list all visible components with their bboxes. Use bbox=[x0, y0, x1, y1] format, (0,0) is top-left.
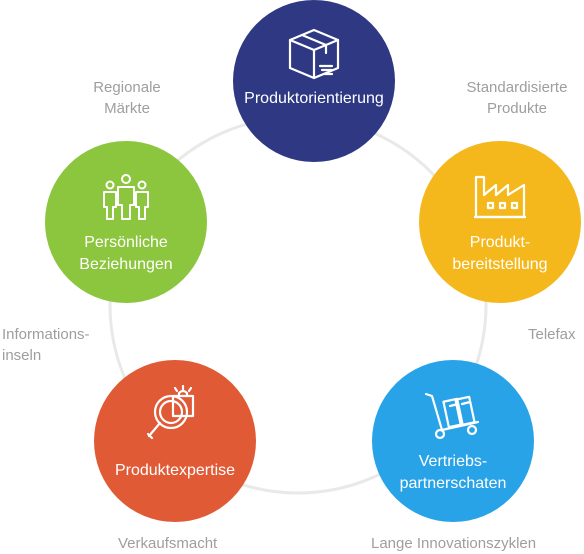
node-label-line2: Beziehungen bbox=[79, 256, 173, 273]
side-label-line1: Standardisierte bbox=[466, 79, 568, 96]
side-label-telefax: Telefax bbox=[528, 326, 576, 343]
magnifier-bag-icon bbox=[146, 384, 195, 440]
side-label-line1: Informations- bbox=[2, 326, 90, 343]
node-label-line1: Vertriebs- bbox=[418, 453, 488, 470]
side-label-regionale-maerkte: Regionale Märkte bbox=[70, 77, 184, 119]
node-label-line2: bereitstellung bbox=[452, 256, 548, 273]
box-icon bbox=[288, 28, 340, 80]
node-label-line2: partnerschaten bbox=[399, 475, 507, 492]
node-produktexpertise: Produktexpertise bbox=[94, 360, 256, 522]
node-label: Produktexpertise bbox=[114, 462, 236, 479]
node-produktorientierung: Produktorientierung bbox=[233, 0, 395, 162]
side-label-line2: Produkte bbox=[486, 100, 548, 117]
node-produktbereitstellung: Produkt- bereitstellung bbox=[419, 141, 581, 303]
side-label-informationsinseln: Informations- inseln bbox=[2, 324, 112, 366]
factory-icon bbox=[474, 175, 526, 219]
side-label-line2: inseln bbox=[2, 347, 42, 364]
node-persoenliche-beziehungen: Persönliche Beziehungen bbox=[45, 141, 207, 303]
node-vertriebspartner: Vertriebs- partnerschaten bbox=[372, 360, 534, 522]
side-label-innovationszyklen: Lange Innovationszyklen bbox=[371, 535, 537, 552]
side-label-verkaufsmacht: Verkaufsmacht bbox=[118, 535, 218, 552]
side-label-line1: Regionale bbox=[93, 79, 161, 96]
side-label-standardisierte-produkte: Standardisierte Produkte bbox=[450, 77, 584, 119]
node-label-line1: Produkt- bbox=[469, 234, 531, 251]
node-label-line1: Persönliche bbox=[84, 234, 168, 251]
hand-truck-icon bbox=[424, 392, 480, 440]
people-group-icon bbox=[103, 174, 149, 220]
side-label-line2: Märkte bbox=[104, 100, 150, 117]
node-label: Produktorientierung bbox=[244, 90, 384, 107]
